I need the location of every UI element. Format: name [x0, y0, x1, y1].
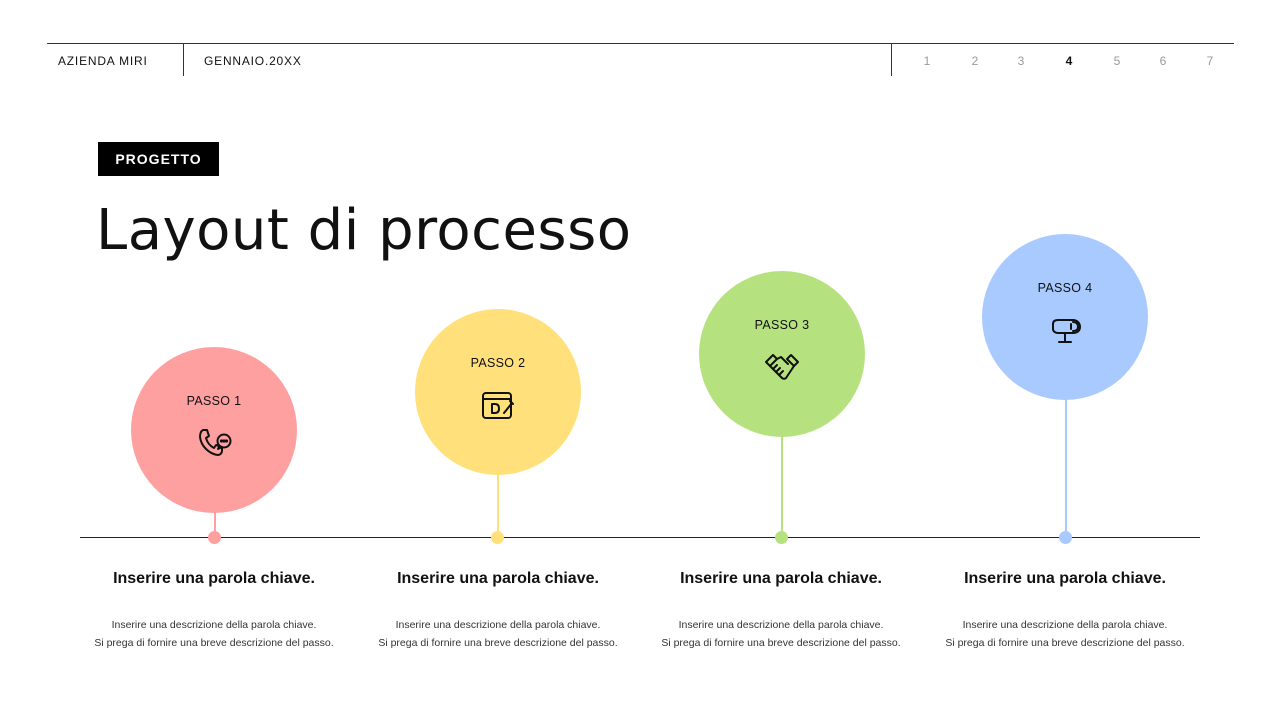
page-link-3[interactable]: 3	[1017, 54, 1025, 68]
page-link-6[interactable]: 6	[1159, 54, 1167, 68]
section-tag: PROGETTO	[98, 142, 219, 176]
step-4-keyword: Inserire una parola chiave.	[964, 570, 1166, 587]
header-rule	[47, 43, 1234, 44]
step-2-label: PASSO 2	[470, 356, 526, 370]
step-1-desc-line-1: Inserire una descrizione della parola ch…	[111, 619, 317, 631]
step-2-description: Inserire una descrizione della parola ch…	[353, 616, 643, 652]
step-1-label: PASSO 1	[186, 394, 242, 408]
step-3-desc-line-1: Inserire una descrizione della parola ch…	[678, 619, 884, 631]
step-4-label: PASSO 4	[1037, 281, 1093, 295]
step-3-description: Inserire una descrizione della parola ch…	[636, 616, 926, 652]
step-3-desc-line-2: Si prega di fornire una breve descrizion…	[661, 637, 901, 649]
company-name: AZIENDA MIRI	[58, 54, 148, 68]
page-title: Layout di processo	[96, 198, 632, 263]
step-4-dot	[1059, 531, 1072, 544]
page-link-2[interactable]: 2	[971, 54, 979, 68]
step-3-stem	[781, 436, 783, 537]
page-link-4-current[interactable]: 4	[1065, 54, 1073, 68]
step-2-dot	[491, 531, 504, 544]
step-3-label: PASSO 3	[754, 318, 810, 332]
step-4-circle: PASSO 4	[982, 234, 1148, 400]
phone-chat-icon	[194, 424, 234, 464]
microphone-icon	[1045, 311, 1085, 351]
step-2-desc-line-2: Si prega di fornire una breve descrizion…	[378, 637, 618, 649]
calendar-edit-icon	[478, 386, 518, 426]
step-3-keyword: Inserire una parola chiave.	[680, 570, 882, 587]
step-3-dot	[775, 531, 788, 544]
step-1-dot	[208, 531, 221, 544]
step-1-keyword: Inserire una parola chiave.	[113, 570, 315, 587]
step-1-desc-line-2: Si prega di fornire una breve descrizion…	[94, 637, 334, 649]
step-2-desc-line-1: Inserire una descrizione della parola ch…	[395, 619, 601, 631]
step-2-keyword: Inserire una parola chiave.	[397, 570, 599, 587]
handshake-icon	[762, 348, 802, 388]
page-link-7[interactable]: 7	[1206, 54, 1214, 68]
step-4-stem	[1065, 399, 1067, 537]
header-divider	[183, 44, 184, 76]
step-4-desc-line-2: Si prega di fornire una breve descrizion…	[945, 637, 1185, 649]
step-4-description: Inserire una descrizione della parola ch…	[920, 616, 1210, 652]
step-4-desc-line-1: Inserire una descrizione della parola ch…	[962, 619, 1168, 631]
step-1-stem	[214, 512, 216, 537]
page-link-1[interactable]: 1	[923, 54, 931, 68]
step-2-stem	[497, 474, 499, 537]
page-link-5[interactable]: 5	[1113, 54, 1121, 68]
timeline-line	[80, 537, 1200, 538]
header-divider	[891, 44, 892, 76]
step-1-description: Inserire una descrizione della parola ch…	[69, 616, 359, 652]
header-date: GENNAIO.20XX	[204, 54, 302, 68]
step-2-circle: PASSO 2	[415, 309, 581, 475]
step-3-circle: PASSO 3	[699, 271, 865, 437]
step-1-circle: PASSO 1	[131, 347, 297, 513]
